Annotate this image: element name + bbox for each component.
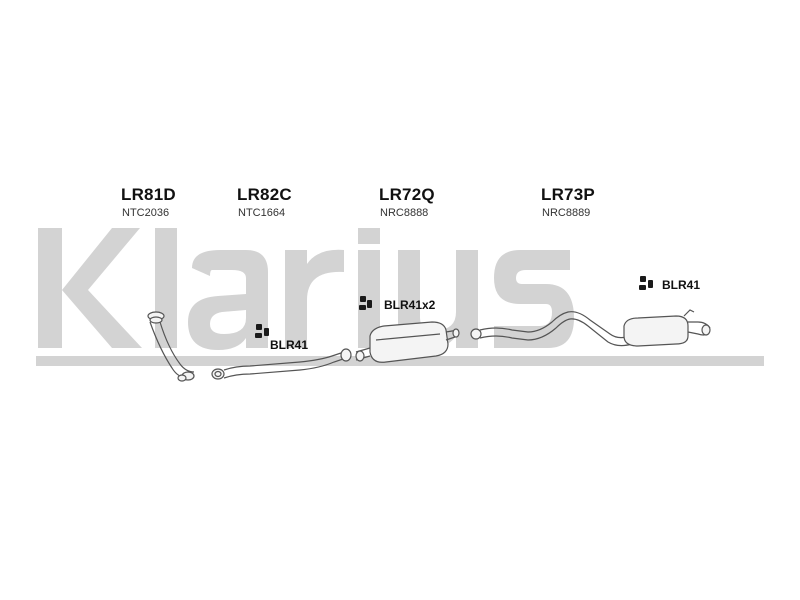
clamp-icon (359, 296, 372, 310)
part-code-rear-silencer: LR73P (541, 185, 595, 204)
intermediate-pipe-drawing (211, 348, 352, 380)
clamp-icon (639, 276, 653, 290)
clamp-label-rear: BLR41 (662, 278, 701, 292)
part-code-intermediate-pipe: LR82C (237, 185, 292, 204)
part-code-centre-silencer: LR72Q (379, 185, 435, 204)
part-ref-front-pipe: NTC2036 (122, 207, 170, 219)
part-ref-intermediate-pipe: NTC1664 (238, 207, 286, 219)
front-pipe-drawing (147, 311, 195, 382)
clamp-label-centre: BLR41x2 (384, 298, 436, 312)
clamp-label-intermediate: BLR41 (270, 338, 309, 352)
part-code-front-pipe: LR81D (121, 185, 176, 204)
part-ref-rear-silencer: NRC8889 (542, 207, 591, 219)
rear-silencer-drawing (470, 309, 711, 347)
clamp-icon (255, 324, 269, 338)
centre-silencer-drawing (355, 321, 460, 363)
part-ref-centre-silencer: NRC8888 (380, 207, 429, 219)
